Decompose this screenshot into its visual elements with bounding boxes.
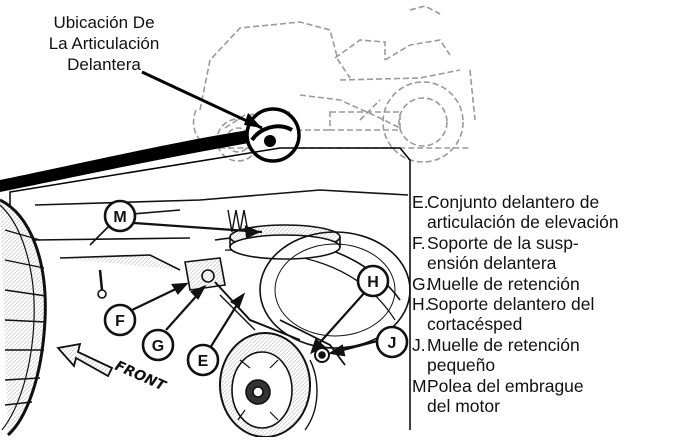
legend-item-g: G. Muelle de retención xyxy=(412,274,673,294)
legend-text: Polea del embrague xyxy=(427,375,584,396)
callout-h-letter: H xyxy=(367,274,379,291)
location-leader xyxy=(141,70,263,130)
legend-text: del motor xyxy=(427,396,500,417)
callout-m-letter: M xyxy=(113,209,126,226)
callout-leaders xyxy=(131,221,382,357)
legend-key: G. xyxy=(412,273,431,294)
legend-text: Muelle de retención xyxy=(427,273,580,294)
callout-j-letter: J xyxy=(388,335,397,352)
legend-item-j: J. Muelle de retención pequeño xyxy=(412,335,673,376)
callout-f-letter: F xyxy=(115,313,125,330)
location-label-line: Ubicación De xyxy=(53,13,155,32)
legend-key: M. xyxy=(412,375,432,396)
legend-text: Soporte de la susp- xyxy=(427,232,579,253)
legend-item-h: H. Soporte delantero del cortacésped xyxy=(412,294,673,335)
front-label: FRONT xyxy=(112,358,169,395)
legend-text: pequeño xyxy=(427,355,496,376)
callout-h: H xyxy=(356,264,390,298)
legend-text: cortacésped xyxy=(427,314,523,335)
legend-text: Muelle de retención xyxy=(427,334,580,355)
legend-item-f: F. Soporte de la susp- ensión delantera xyxy=(412,233,673,274)
legend-key: H. xyxy=(412,294,430,315)
callout-e-letter: E xyxy=(198,353,209,370)
legend-key: F. xyxy=(412,232,426,253)
legend-text: ensión delantera xyxy=(427,253,557,274)
legend-item-e: E. Conjunto delantero de articulación de… xyxy=(412,192,673,233)
location-label: Ubicación De La Articulación Delantera xyxy=(24,12,184,75)
legend-key: E. xyxy=(412,192,429,212)
callout-e: E xyxy=(186,343,220,377)
callout-g-letter: G xyxy=(152,338,164,355)
location-label-line: La Articulación xyxy=(48,34,160,53)
callout-m: M xyxy=(103,199,137,233)
legend-key: J. xyxy=(412,334,426,355)
detail-frame xyxy=(9,147,411,430)
callout-j: J xyxy=(375,325,409,359)
legend-item-m: M. Polea del embrague del motor xyxy=(412,376,673,417)
callout-f: F xyxy=(103,303,137,337)
parts-legend: E. Conjunto delantero de articulación de… xyxy=(412,192,673,416)
legend-text: Soporte delantero del xyxy=(427,294,595,315)
legend-text: Conjunto delantero de xyxy=(427,192,600,212)
callout-g: G xyxy=(141,328,175,362)
zoom-cone xyxy=(0,128,285,192)
legend-text: articulación de elevación xyxy=(427,212,619,233)
detail-machinery xyxy=(0,189,411,438)
location-label-line: Delantera xyxy=(67,55,141,74)
